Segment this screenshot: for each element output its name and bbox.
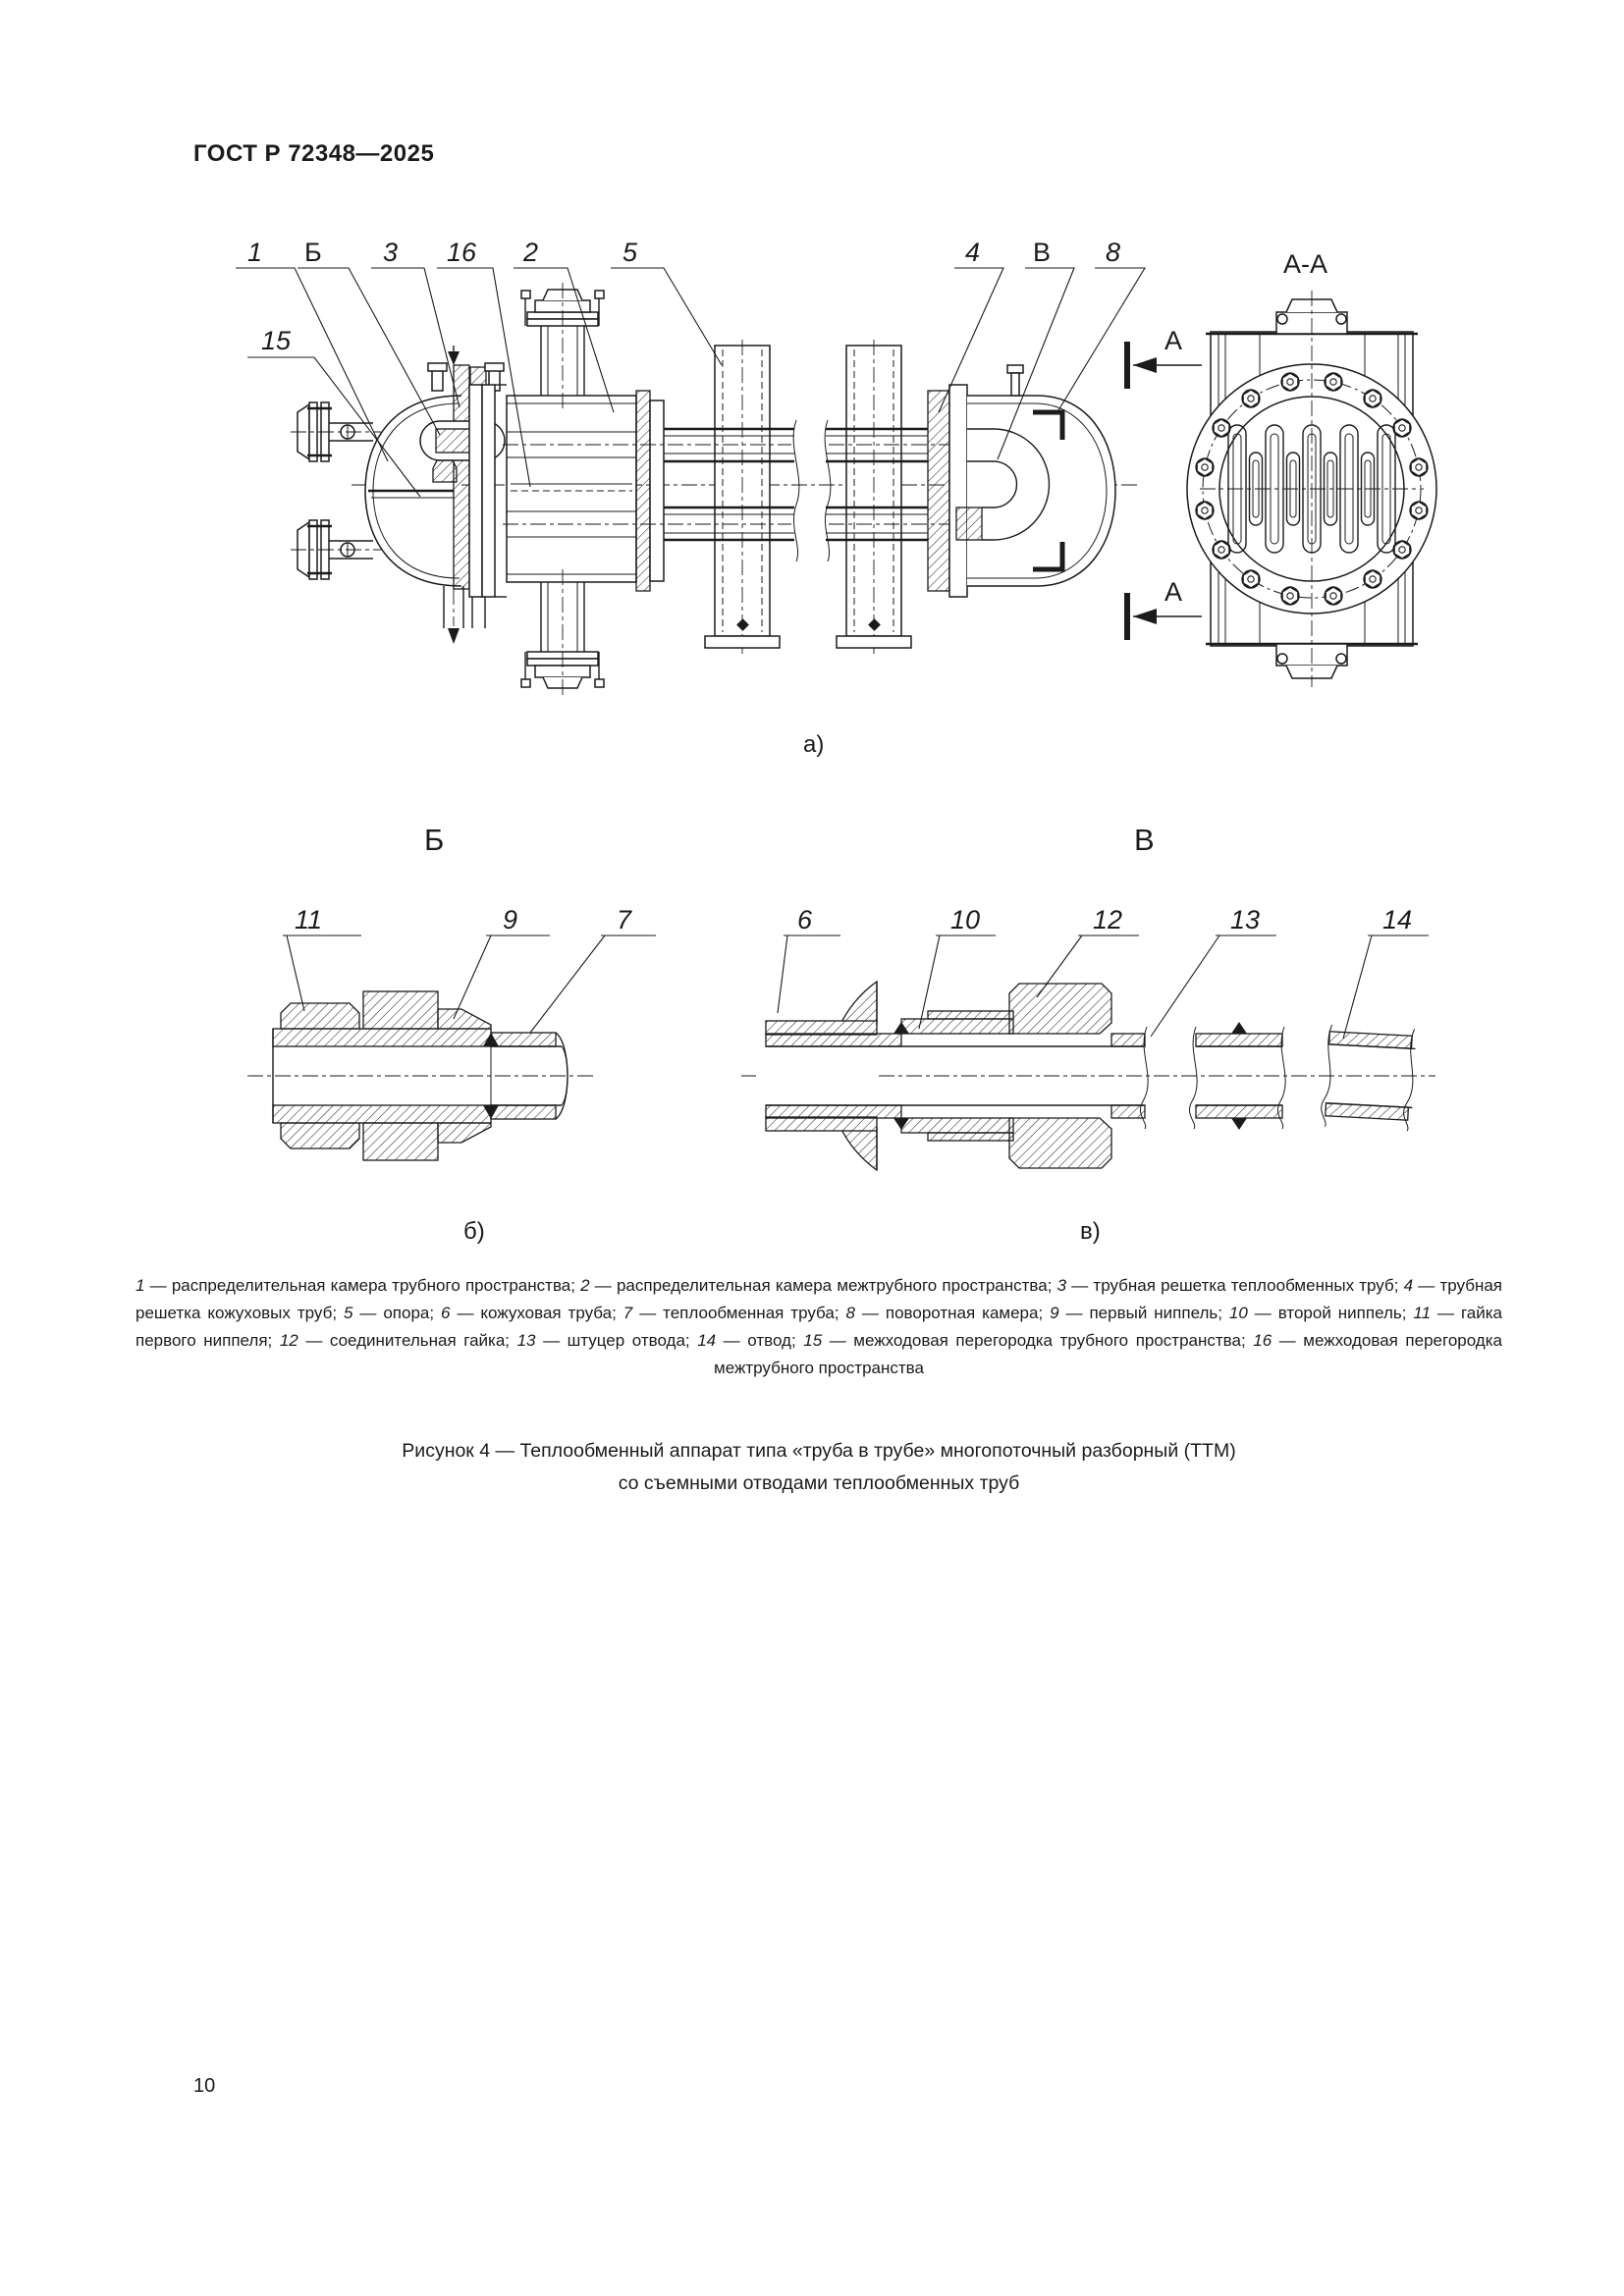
callout-10: 10	[950, 905, 980, 934]
detail-v-title: В	[1134, 823, 1155, 857]
sublabel-b: б)	[463, 1218, 485, 1245]
head-flange-pair	[468, 384, 507, 628]
shell-side-chamber	[506, 395, 637, 583]
callout-12: 12	[1093, 905, 1122, 934]
section-a-arrows: А А	[1124, 326, 1202, 640]
callout-7: 7	[617, 905, 632, 934]
callout-13: 13	[1230, 905, 1260, 934]
figure-caption: Рисунок 4 — Теплообменный аппарат типа «…	[135, 1435, 1502, 1500]
callout-8: 8	[1106, 238, 1120, 267]
callout-b-ref: Б	[304, 238, 322, 267]
callout-11: 11	[295, 905, 322, 934]
break-line-right	[824, 419, 832, 562]
callout-16: 16	[447, 238, 477, 267]
callout-4: 4	[965, 238, 980, 267]
row-upper	[503, 427, 967, 463]
section-view-aa: А-А	[1186, 249, 1437, 687]
figure-4-drawing: А А 1 Б 3 16 2 5 4	[236, 238, 1437, 1245]
support-left	[704, 340, 781, 654]
main-view: А А 1 Б 3 16 2 5 4	[236, 238, 1202, 695]
callout-6: 6	[797, 905, 813, 934]
head-bottom-pipe	[443, 586, 464, 644]
section-title: А-А	[1283, 249, 1327, 279]
break-line-left	[792, 419, 800, 562]
head-side-nozzle-upper	[291, 401, 381, 462]
legend-text: 1 — распределительная камера трубного пр…	[135, 1276, 1503, 1377]
chamber2-top-nozzle	[520, 283, 605, 412]
bend-piece-14	[1321, 1024, 1416, 1132]
sublabel-v: в)	[1080, 1218, 1101, 1245]
support-right	[836, 340, 912, 654]
callout-14: 14	[1382, 905, 1412, 934]
page-number: 10	[193, 2075, 216, 2097]
chamber2-bottom-nozzle	[520, 569, 605, 695]
shell-tube-sheet	[635, 390, 651, 592]
branch-piece-13	[1189, 1022, 1286, 1130]
callout-9: 9	[503, 905, 517, 934]
callout-5: 5	[623, 238, 638, 267]
callout-2: 2	[522, 238, 538, 267]
callout-3: 3	[383, 238, 398, 267]
standard-designation: ГОСТ Р 72348—2025	[193, 140, 435, 167]
callout-15: 15	[261, 326, 292, 355]
section-arrow-label-top: А	[1164, 326, 1182, 355]
head-side-nozzle-lower	[291, 519, 381, 580]
detail-b-title: Б	[424, 823, 444, 857]
callout-v-ref: В	[1033, 238, 1051, 267]
sublabel-a: а)	[803, 731, 824, 758]
figure-caption-line2: со съемными отводами теплообменных труб	[618, 1472, 1020, 1494]
shell-flange	[649, 400, 665, 582]
detail-view-b: Б 11	[247, 823, 656, 1245]
main-callouts: 1 Б 3 16 2 5 4 В 8 15	[236, 238, 1146, 498]
detail-view-v: В	[741, 823, 1435, 1245]
callout-1: 1	[247, 238, 262, 267]
figure-caption-line1: Рисунок 4 — Теплообменный аппарат типа «…	[402, 1440, 1236, 1462]
section-arrow-label-bottom: А	[1164, 577, 1182, 607]
